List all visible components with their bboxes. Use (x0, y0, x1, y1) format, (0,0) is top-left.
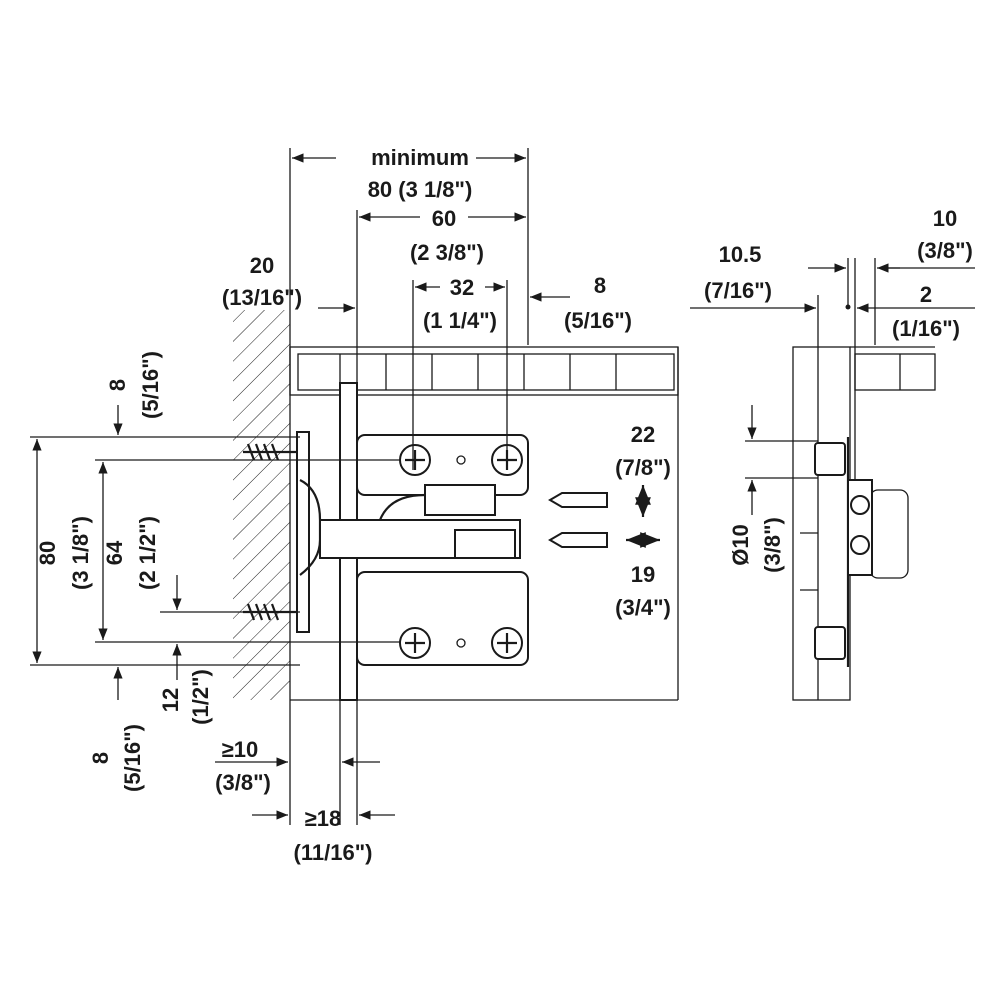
screwdriver-bit-icon (548, 492, 608, 548)
bottom-dimension-lines (215, 700, 395, 825)
left-dim-80-label: 80 (35, 541, 60, 565)
side-dim-2-inch-label: (1/16") (892, 316, 960, 341)
side-dimension-lines (690, 263, 975, 515)
left-dim-64-inch-label: (2 1/2") (135, 516, 160, 590)
dim-20-inch-label: (13/16") (222, 285, 302, 310)
left-dim-12-label: 12 (158, 688, 183, 712)
dim-20-label: 20 (250, 253, 274, 278)
left-dim-80-inch-label: (3 1/8") (68, 516, 93, 590)
dim-8-inch-label: (5/16") (564, 308, 632, 333)
dim-80-label: 80 (3 1/8") (368, 177, 473, 202)
adjust-22-inch-label: (7/8") (615, 455, 671, 480)
side-dim-dia10-inch-label: (3/8") (760, 517, 785, 573)
dim-60-label: 60 (432, 206, 456, 231)
dim-ge18-inch-label: (11/16") (294, 840, 373, 865)
dim-8-label: 8 (594, 273, 606, 298)
adjust-19-label: 19 (631, 562, 655, 587)
dim-ge10-inch-label: (3/8") (215, 770, 271, 795)
dim-60-inch-label: (2 3/8") (410, 240, 484, 265)
side-dim-dia10-label: Ø10 (728, 524, 753, 566)
side-view (792, 258, 936, 701)
left-dim-top8-label: 8 (105, 379, 130, 391)
side-dim-10-label: 10 (933, 206, 957, 231)
dim-ge18-label: ≥18 (305, 806, 342, 831)
dim-32-inch-label: (1 1/4") (423, 308, 497, 333)
top-dimension-lines (292, 148, 570, 470)
adjust-19-inch-label: (3/4") (615, 595, 671, 620)
side-dim-10-5-inch-label: (7/16") (704, 278, 772, 303)
left-dim-top8-inch-label: (5/16") (138, 351, 163, 419)
dim-32-label: 32 (450, 275, 474, 300)
left-dim-bot8-inch-label: (5/16") (120, 724, 145, 792)
side-dim-10-inch-label: (3/8") (917, 238, 973, 263)
dim-minimum-label: minimum (371, 145, 469, 170)
side-dim-2-label: 2 (920, 282, 932, 307)
dim-ge10-label: ≥10 (222, 737, 259, 762)
left-dim-64-label: 64 (102, 540, 127, 565)
left-dimension-lines (30, 405, 400, 700)
left-dim-bot8-label: 8 (88, 752, 113, 764)
cabinet-side-wall (233, 148, 291, 825)
adjust-22-label: 22 (631, 422, 655, 447)
left-dim-12-inch-label: (1/2") (188, 669, 213, 725)
side-dim-10-5-label: 10.5 (719, 242, 762, 267)
